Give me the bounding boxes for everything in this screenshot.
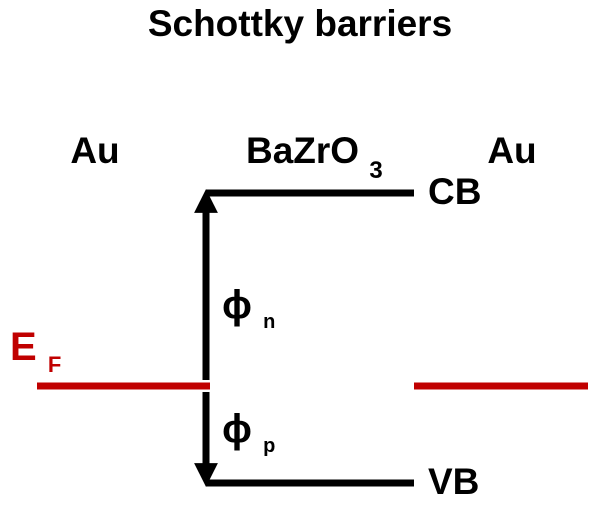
- page-title: Schottky barriers: [147, 3, 453, 44]
- left-metal-label: Au: [70, 130, 119, 171]
- oxide-label-main: BaZrO: [246, 130, 359, 171]
- phi-n-label-main: ϕ: [222, 283, 252, 327]
- valence-band-label: VB: [428, 461, 479, 502]
- phi-p-label-main: ϕ: [222, 407, 252, 451]
- oxide-label-subscript: 3: [369, 157, 382, 184]
- phi-p-label: ϕ p: [222, 407, 275, 457]
- right-metal-label: Au: [487, 130, 536, 171]
- conduction-band-label: CB: [428, 171, 481, 212]
- phi-n-label-subscript: n: [263, 311, 275, 333]
- fermi-level-label-subscript: F: [48, 352, 61, 377]
- phi-n-label: ϕ n: [222, 283, 275, 333]
- oxide-label: BaZrO 3: [246, 130, 383, 184]
- phi-p-label-subscript: p: [263, 435, 275, 457]
- fermi-level-label-main: E: [10, 325, 37, 369]
- fermi-level-label: E F: [10, 325, 61, 377]
